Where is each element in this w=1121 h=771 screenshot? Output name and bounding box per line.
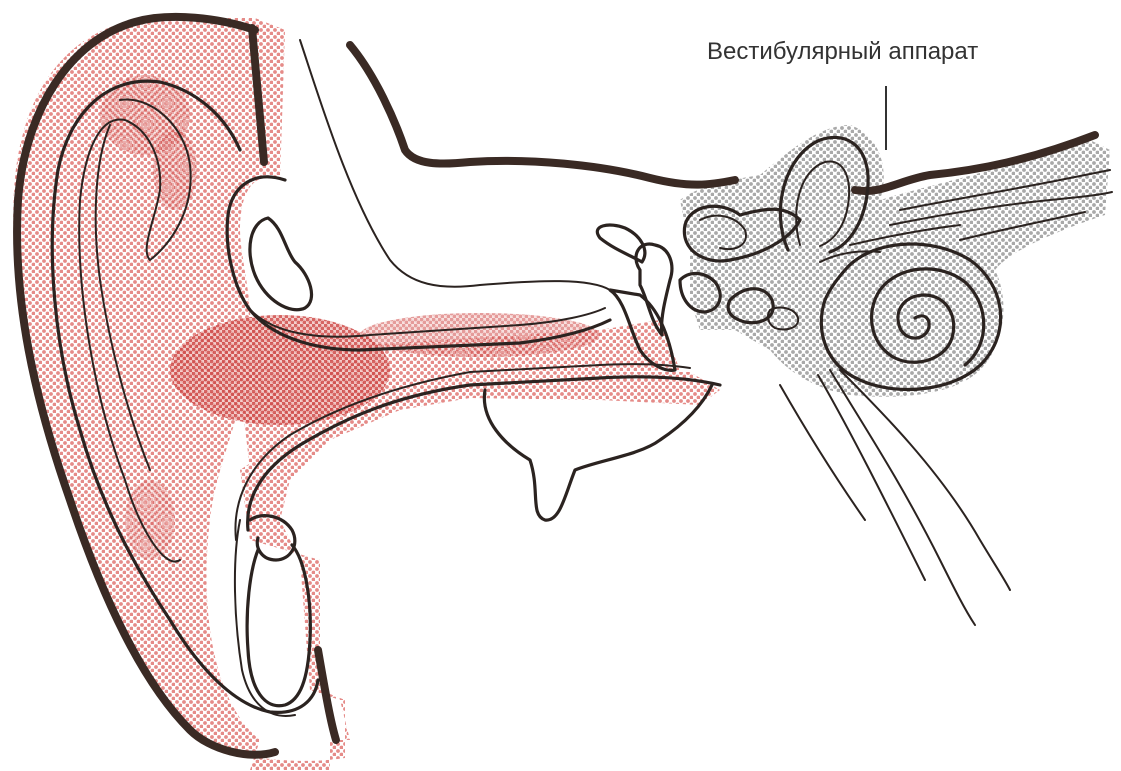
lobe-back-edge bbox=[318, 650, 336, 740]
inner-ear-fill bbox=[680, 125, 1110, 397]
vestibular-label: Вестибулярный аппарат bbox=[707, 38, 978, 65]
eustachian-tube bbox=[484, 385, 712, 520]
lobe-shading bbox=[125, 480, 175, 560]
ossicle-malleus bbox=[636, 244, 672, 335]
tragus bbox=[250, 218, 312, 310]
auditory-nerve-3 bbox=[840, 370, 1010, 590]
concha-shading bbox=[170, 315, 390, 425]
temporal-bone-outline bbox=[350, 45, 735, 185]
auditory-nerve-2 bbox=[818, 375, 925, 580]
ossicle-incus bbox=[597, 225, 645, 262]
